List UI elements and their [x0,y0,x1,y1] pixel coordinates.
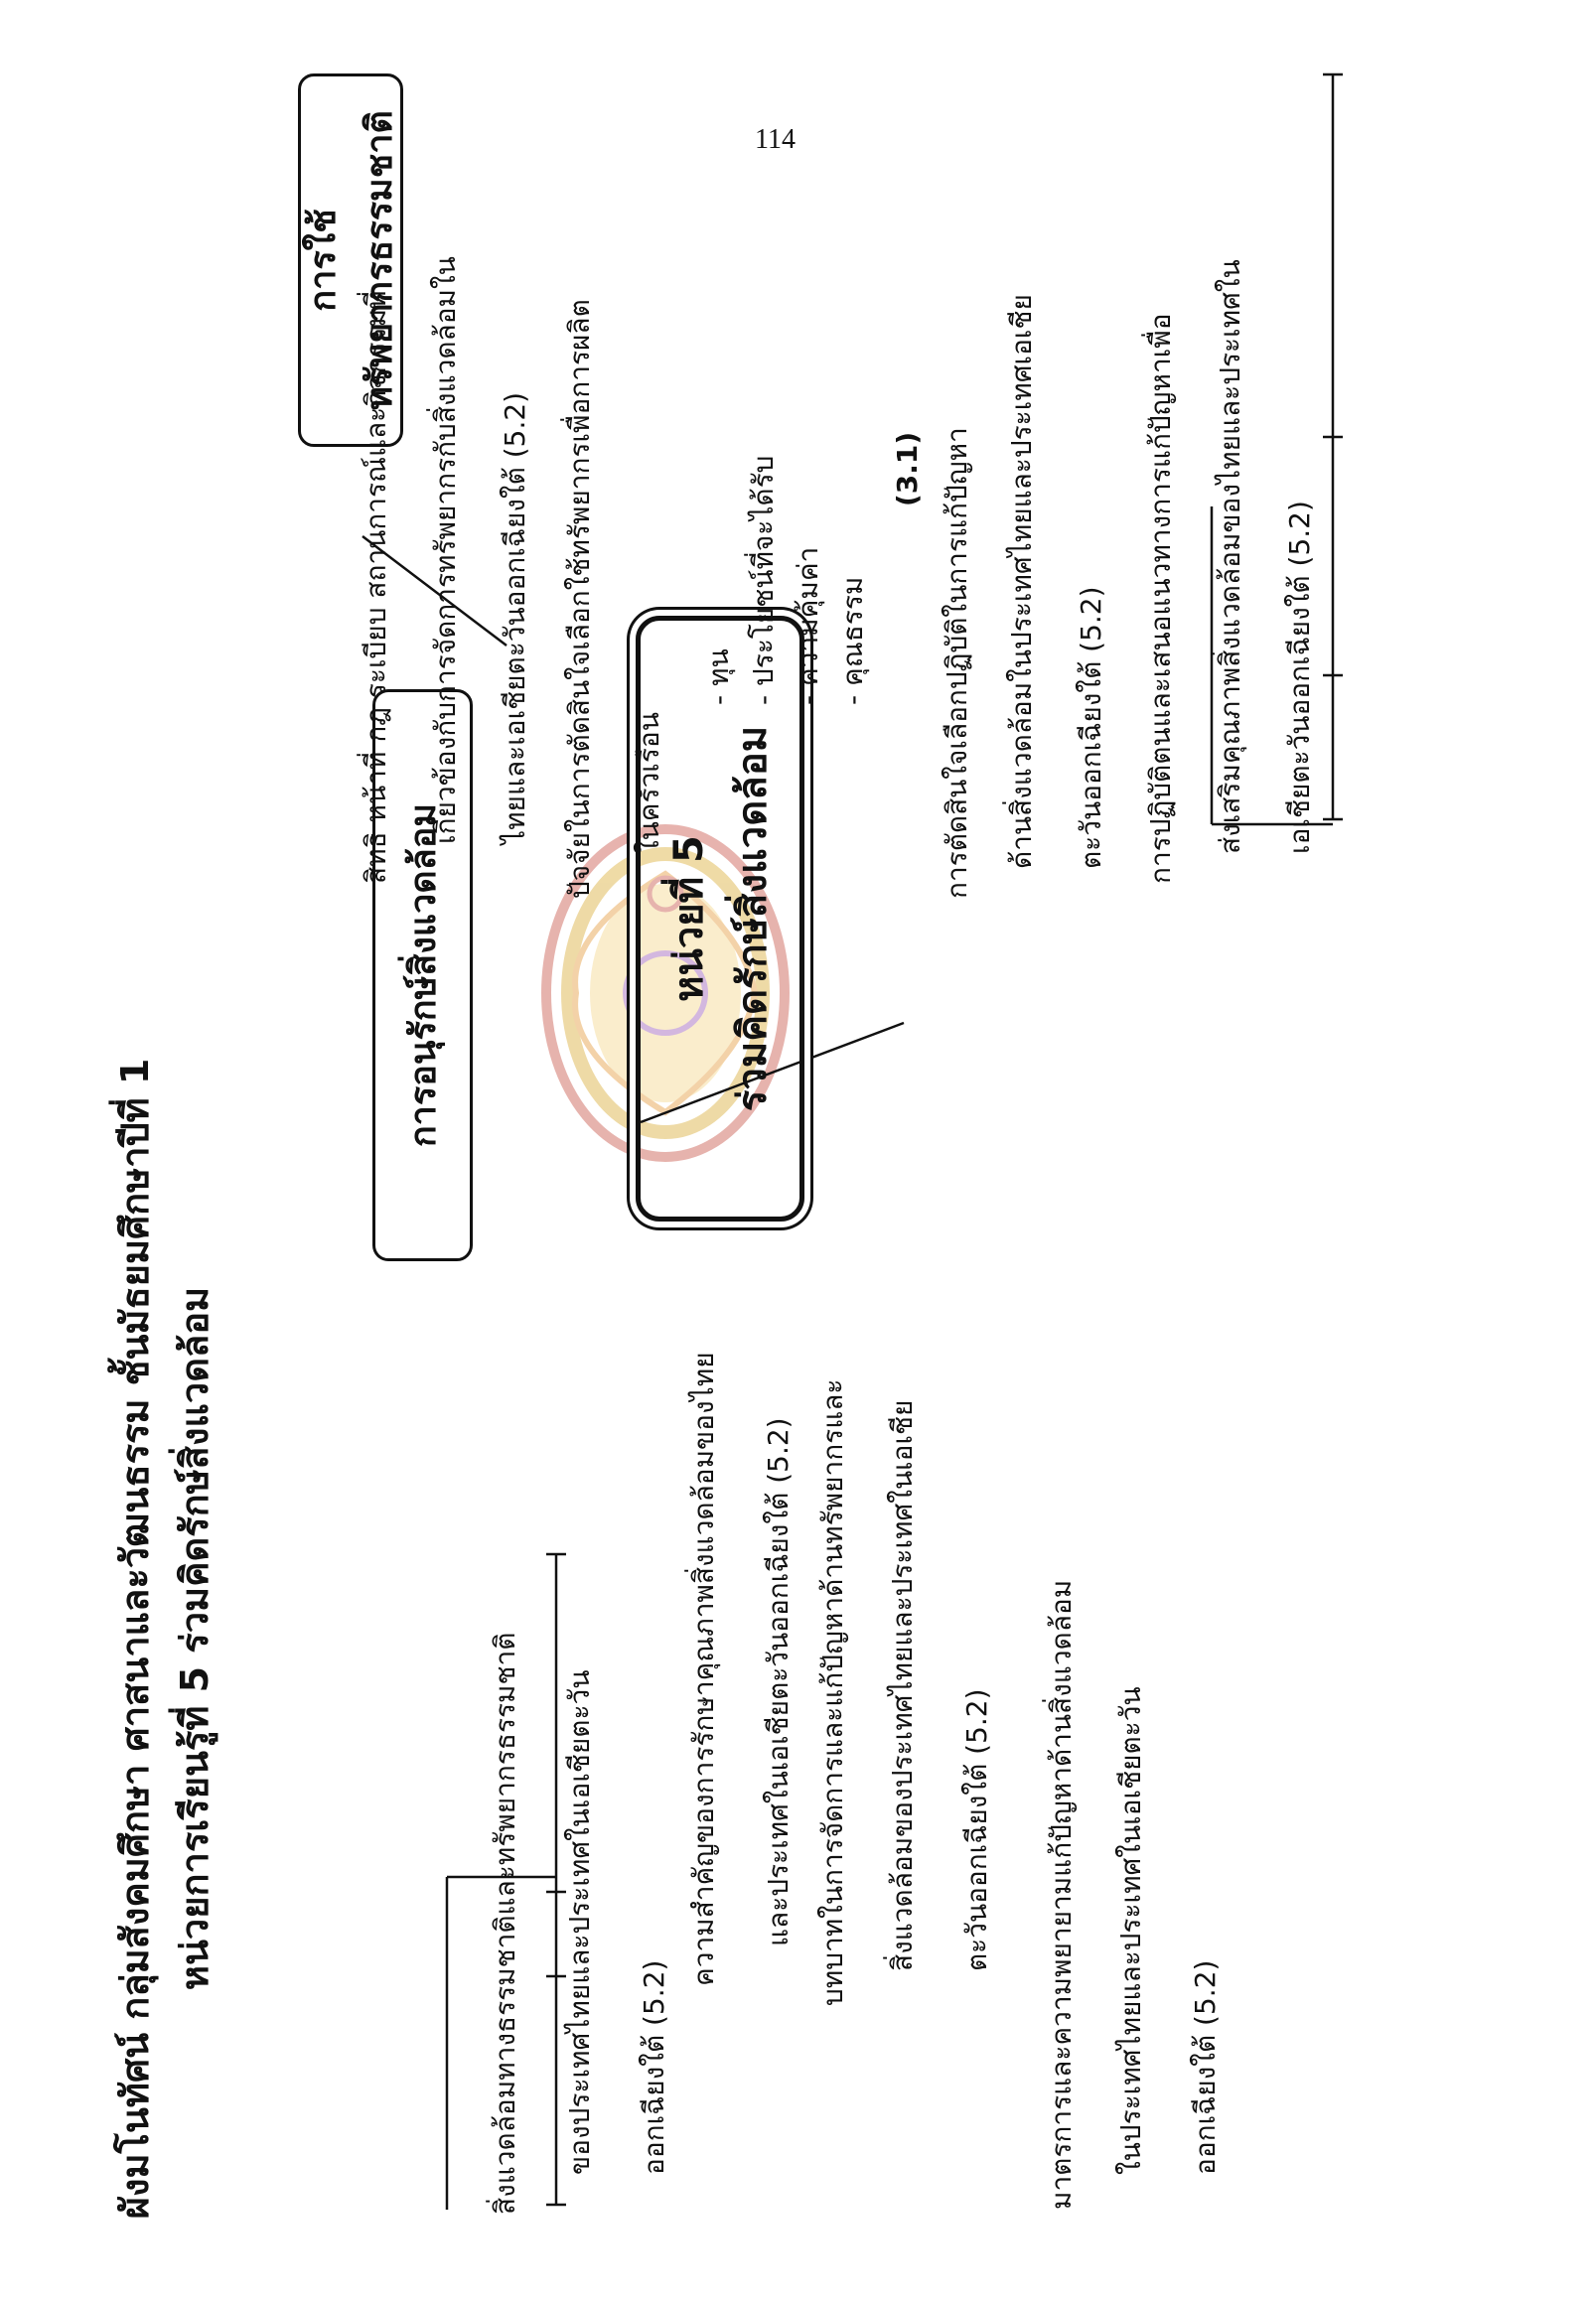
left-item-2-line1: ความสำคัญของการรักษาคุณภาพสิ่งแวดล้อมของ… [687,1352,720,1986]
right-factor-3: - ความคุ้มค่า [792,546,824,705]
right-factor-4: - คุณธรรม [836,576,869,705]
left-branch-label: การอนุรักษ์สิ่งแวดล้อม [403,802,444,1148]
right-item-2-line2: ในครัวเรือน [633,712,665,854]
right-factors-ref: (3.1) [891,431,924,506]
right-factor-2: - ประโยชน์ที่จะได้รับ [747,455,780,705]
left-item-4-line3: ออกเฉียงใต้ (5.2) [1189,1959,1222,2175]
center-topic-box: หน่วยที่ 5 ร่วมคิดรักษ์สิ่งแวดล้อม [636,616,804,1222]
concept-map: ผังมโนทัศน์ กลุ่มสังคมศึกษา ศาสนาและวัฒน… [79,70,1470,2264]
left-item-3-line3: ตะวันออกเฉียงใต้ (5.2) [960,1688,993,1971]
left-item-1-line2: ของประเทศไทยและประเทศในเอเชียตะวัน [563,1669,596,2175]
connector-lines [362,72,1343,2210]
right-item-3-line2: ด้านสิ่งแวดล้อมในประเทศไทยและประเทศเอเชี… [1005,294,1038,869]
right-item-3-line3: ตะวันออกเฉียงใต้ (5.2) [1075,586,1107,869]
left-item-2-line2: และประเทศในเอเชียตะวันออกเฉียงใต้ (5.2) [762,1417,795,1946]
right-item-4-line3: เอเชียตะวันออกเฉียงใต้ (5.2) [1283,501,1316,854]
right-item-1-line2: เกี่ยวข้องกับการจัดการทรัพยากรกับสิ่งแวด… [429,256,462,844]
left-item-4-line2: ในประเทศไทยและประเทศในเอเชียตะวัน [1114,1686,1147,2175]
right-item-3-line1: การตัดสินใจเลือกปฏิบัติในการแก้ปัญหา [941,427,973,899]
left-item-3-line2: สิ่งแวดล้อมของประเทศไทยและประเทศในเอเชีย [886,1399,919,1971]
left-item-4-line1: มาตรการและความพยายามแก้ปัญหาด้านสิ่งแวดล… [1045,1579,1078,2210]
right-item-4-line2: ส่งเสริมคุณภาพสิ่งแวดล้อมของไทยและประเทศ… [1214,259,1246,854]
school-seal-watermark [541,824,790,1162]
right-item-4-line1: การปฏิบัติตนและเสนอแนวทางการแก้ปัญหาเพื่… [1144,313,1177,884]
right-item-2-line1: ปัจจัยในการตัดสินใจเลือกใช้ทรัพยากรเพื่อ… [563,299,596,899]
right-item-1-line1: สิทธิ หน้าที่ กฎ ระเบียบ สถานการณ์และกิจ… [360,290,392,884]
center-topic-line2: ร่วมคิดรักษ์สิ่งแวดล้อม [730,725,776,1112]
page-number: 114 [755,124,796,155]
center-topic-line1: หน่วยที่ 5 [666,835,712,1002]
left-item-3-line1: บทบาทในการจัดการและแก้ปัญหาด้านทรัพยากรแ… [816,1378,849,2006]
right-factor-1: - ทุน [702,648,735,705]
left-item-1-line3: ออกเฉียงใต้ (5.2) [638,1959,670,2175]
right-item-1-line3: ไทยและเอเชียตะวันออกเฉียงใต้ (5.2) [499,391,531,844]
left-item-1-line1: สิ่งแวดล้อมทางธรรมชาติและทรัพยากรธรรมชาต… [489,1632,521,2215]
